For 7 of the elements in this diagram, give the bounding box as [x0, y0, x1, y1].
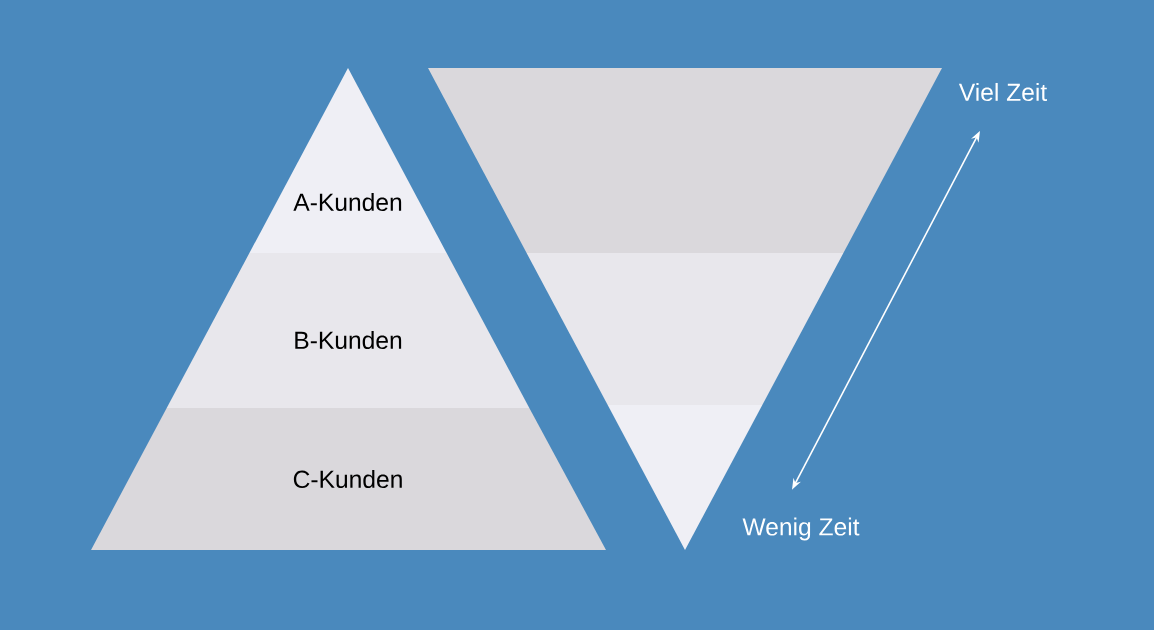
- trapezoid-band: [526, 253, 844, 405]
- time-label: Wenig Zeit: [742, 517, 860, 541]
- pyramid-band: B-Kunden: [166, 253, 530, 408]
- time-label: Viel Zeit: [958, 82, 1047, 102]
- trapezoid-band: [428, 68, 942, 253]
- pyramid-band: A-Kunden: [249, 68, 447, 253]
- pyramid-band: C-Kunden: [91, 408, 606, 550]
